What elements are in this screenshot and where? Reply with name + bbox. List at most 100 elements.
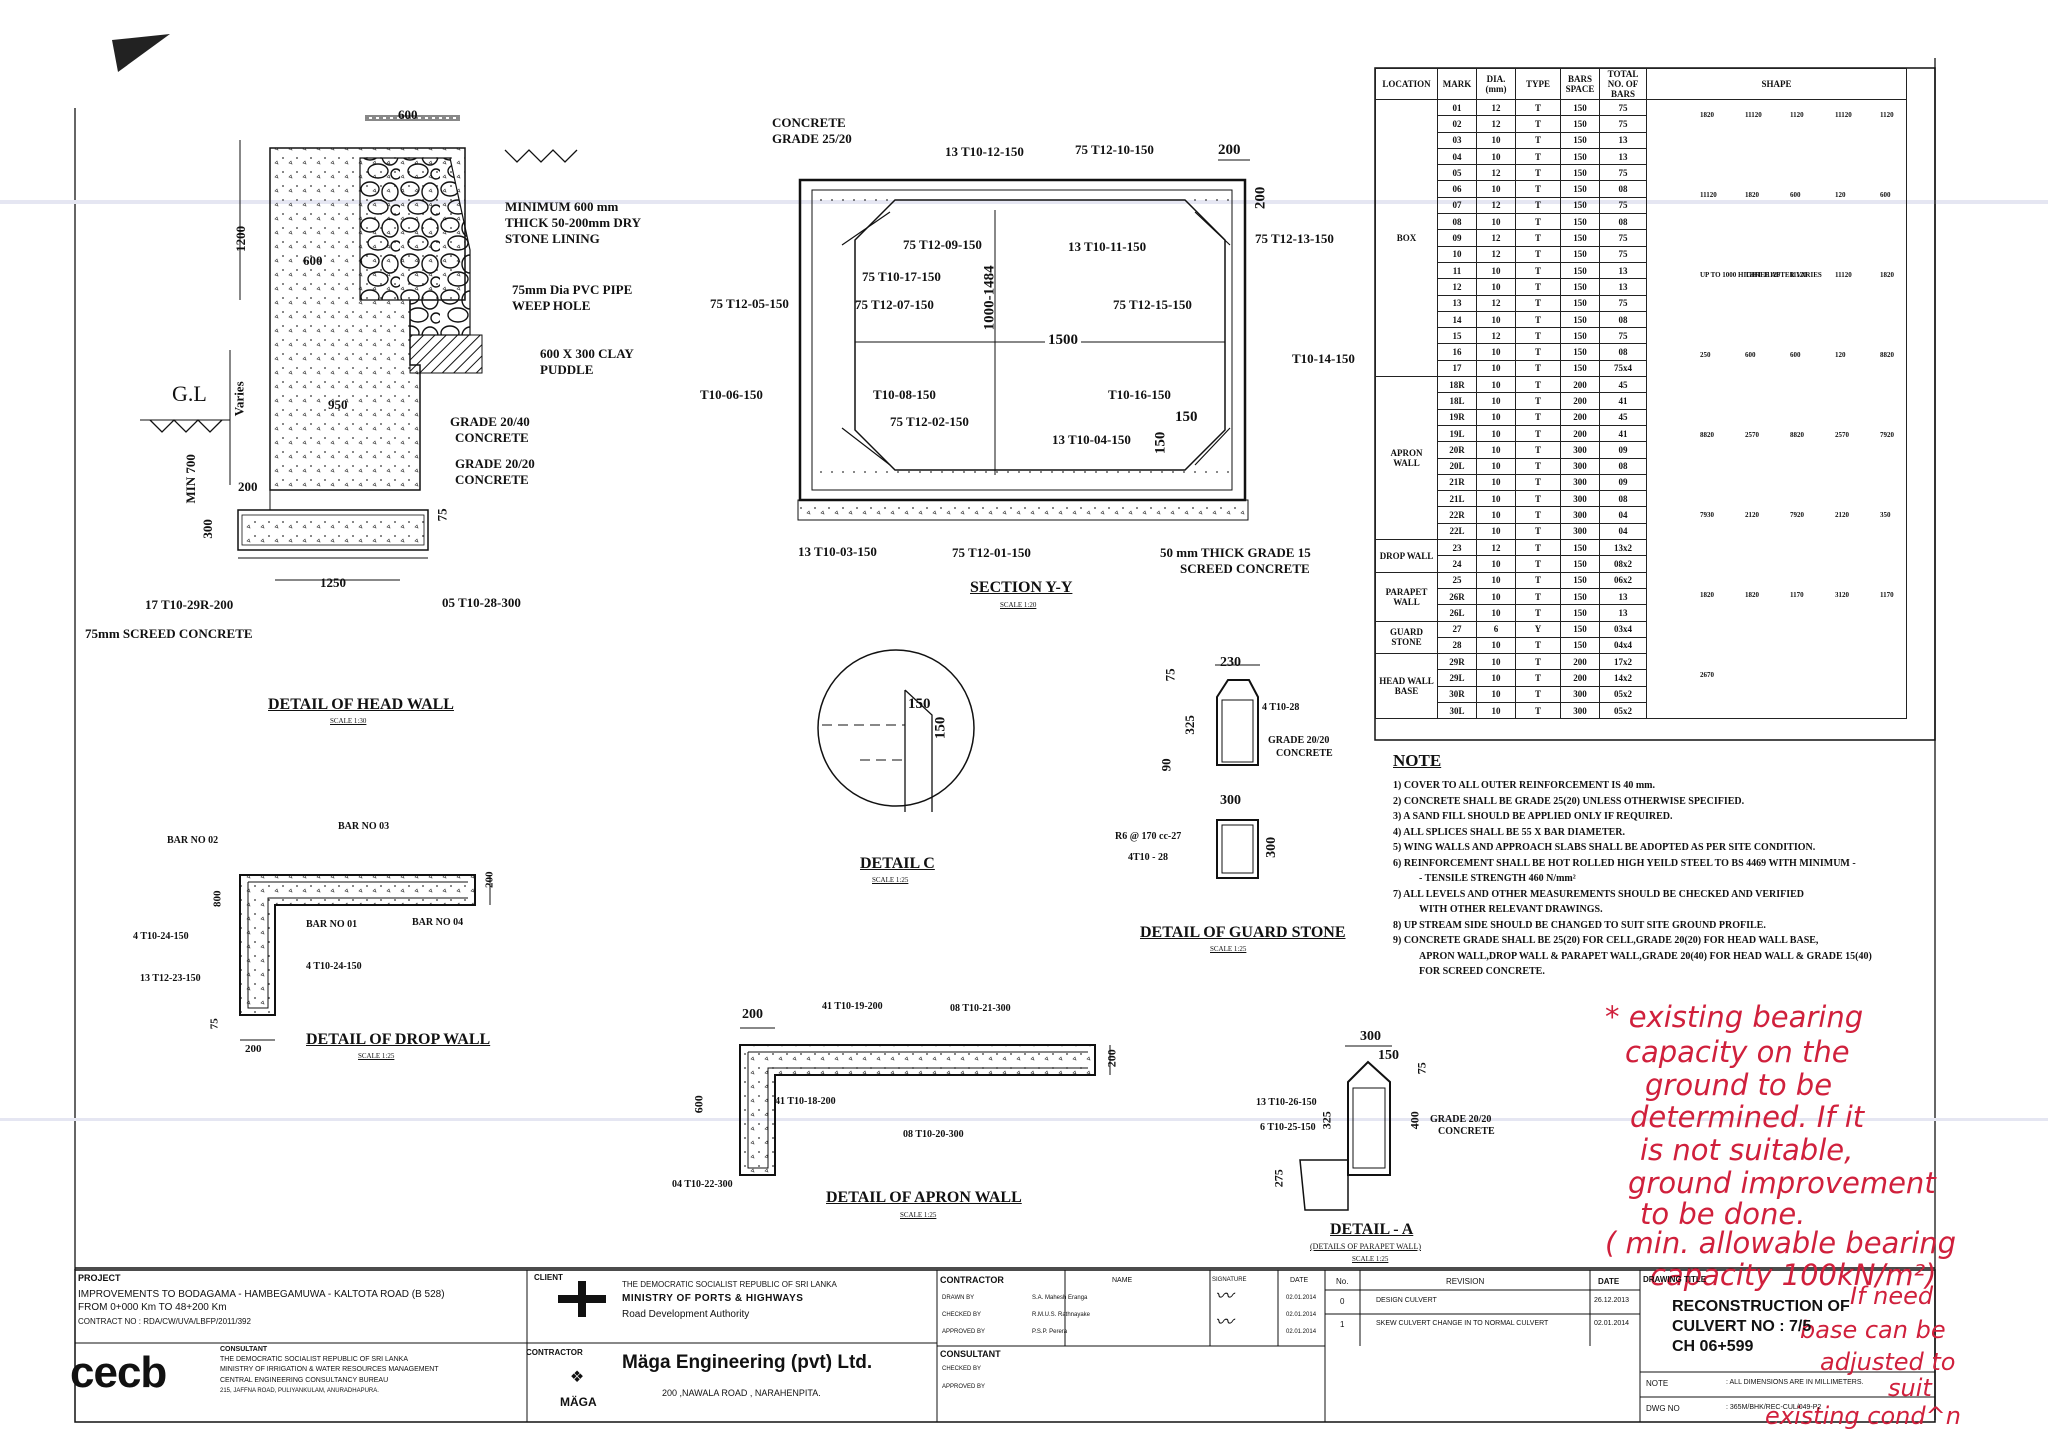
schedule-cell: T (1515, 229, 1561, 247)
signature-mark: 〰 (1215, 1312, 1233, 1332)
dwg-no-value: : 365M/BHK/REC-CUL/049-P2 (1726, 1404, 1822, 1411)
shape-dimension: 1820 (1700, 111, 1714, 119)
screed-label-1: 50 mm THICK GRADE 15 (1160, 545, 1311, 560)
schedule-cell: 150 (1560, 636, 1600, 655)
dim-200: 200 (742, 1007, 763, 1022)
schedule-cell: 75 (1599, 327, 1647, 345)
client-line-1: THE DEMOCRATIC SOCIALIST REPUBLIC OF SRI… (622, 1280, 837, 1289)
bar-label: 6 T10-25-150 (1260, 1122, 1316, 1133)
schedule-cell: 200 (1560, 653, 1600, 671)
bar-label: 13 T12-23-150 (140, 973, 201, 984)
schedule-cell: 41 (1599, 392, 1647, 410)
header-bars-space: BARS SPACE (1560, 68, 1600, 100)
guard-stone-scale: SCALE 1:25 (1210, 945, 1247, 953)
drawing-title-line-1: RECONSTRUCTION OF (1672, 1298, 1850, 1315)
bar-label: 08 T10-20-300 (903, 1129, 964, 1140)
dim-75: 75 (1162, 668, 1178, 682)
schedule-location: PARAPET WALL (1375, 571, 1438, 622)
schedule-cell: 150 (1560, 147, 1600, 166)
shape-dimension: 1120 (1790, 111, 1804, 119)
schedule-cell: Y (1515, 620, 1561, 638)
schedule-cell: T (1515, 571, 1561, 589)
schedule-header-row: LOCATION MARK DIA. (mm) TYPE BARS SPACE … (1375, 68, 1907, 100)
schedule-cell: 08 (1599, 213, 1647, 231)
schedule-cell: 08 (1599, 310, 1647, 329)
schedule-cell: 04 (1437, 147, 1477, 166)
apron-wall-title: DETAIL OF APRON WALL (826, 1189, 1022, 1206)
schedule-cell: 14x2 (1599, 669, 1647, 687)
bar-label: 13 T10-03-150 (798, 544, 877, 559)
dim-275: 275 (1271, 1169, 1286, 1188)
sig-header-signature: SIGNATURE (1212, 1277, 1247, 1283)
schedule-cell: 18L (1437, 392, 1477, 410)
schedule-cell: 10 (1476, 261, 1516, 280)
shape-dimension: 11120 (1835, 111, 1852, 119)
drawing-title-label: DRAWING TITLE (1643, 1275, 1707, 1284)
rev-text: DESIGN CULVERT (1376, 1297, 1437, 1304)
schedule-cell: 19R (1437, 408, 1477, 426)
schedule-cell: 150 (1560, 343, 1600, 361)
schedule-cell: 10 (1476, 604, 1516, 622)
shape-dimension: 7920 (1790, 511, 1804, 519)
sig-date: 02.01.2014 (1286, 1312, 1317, 1318)
schedule-cell: T (1515, 131, 1561, 149)
schedule-cell: 12 (1476, 229, 1516, 247)
schedule-cell: 10 (1476, 441, 1516, 459)
bar-label: R6 @ 170 cc-27 (1115, 831, 1182, 842)
sig-header-contractor: CONTRACTOR (940, 1275, 1004, 1285)
header-mark: MARK (1437, 68, 1477, 100)
rev-date: 02.01.2014 (1594, 1320, 1630, 1327)
bar-label: 4 T10-28 (1262, 702, 1300, 713)
schedule-cell: 21L (1437, 490, 1477, 508)
bar-label: 75 T12-05-150 (710, 296, 789, 311)
bar-label: 75 T12-02-150 (890, 414, 969, 429)
shape-dimension: 11120 (1700, 191, 1717, 199)
shape-dimension: 7930 (1700, 511, 1714, 519)
rev-no: 1 (1340, 1320, 1345, 1329)
schedule-cell: 27 (1437, 620, 1477, 638)
bar-label: 75 T12-07-150 (855, 297, 934, 312)
schedule-cell: 75 (1599, 164, 1647, 182)
bar-no-label: BAR NO 02 (167, 835, 219, 846)
bar-no-label: BAR NO 04 (412, 917, 464, 928)
schedule-cell: 05 (1437, 164, 1477, 182)
sig-name: P.S.P. Perera (1032, 1329, 1068, 1335)
project-label: PROJECT (78, 1273, 121, 1283)
shape-dimension: 1820 (1745, 191, 1759, 199)
bar-label: 75 T12-01-150 (952, 545, 1031, 560)
schedule-cell: 13x2 (1599, 539, 1647, 557)
dim-325: 325 (1181, 715, 1197, 735)
schedule-cell: 10 (1476, 457, 1516, 475)
schedule-cell: 17 (1437, 359, 1477, 378)
schedule-cell: 10 (1476, 147, 1516, 166)
schedule-cell: 28 (1437, 636, 1477, 655)
schedule-cell: T (1515, 376, 1561, 394)
schedule-cell: 10 (1476, 408, 1516, 426)
schedule-cell: 75 (1599, 115, 1647, 133)
schedule-cell: 10 (1476, 506, 1516, 524)
shape-dimension: 120 (1835, 351, 1846, 359)
bar-label: 13 T10-11-150 (1068, 239, 1147, 254)
grade-label-2: CONCRETE (1276, 748, 1333, 759)
schedule-cell: 150 (1560, 180, 1600, 198)
schedule-cell: T (1515, 294, 1561, 312)
schedule-cell: 26L (1437, 604, 1477, 622)
schedule-cell: 300 (1560, 685, 1600, 703)
shape-dimension: 11120 (1835, 271, 1852, 279)
schedule-cell: 29R (1437, 653, 1477, 671)
grade-2040-label-2: CONCRETE (455, 430, 529, 445)
schedule-cell: T (1515, 327, 1561, 345)
schedule-cell: 21R (1437, 473, 1477, 492)
handwritten-note-line: suit (1888, 1374, 1932, 1402)
bar-label: 08 T10-21-300 (950, 1003, 1011, 1014)
schedule-cell: 10 (1476, 343, 1516, 361)
shape-dimension: 250 (1700, 351, 1711, 359)
schedule-cell: 75 (1599, 196, 1647, 215)
shape-dimension: 2120 (1745, 511, 1759, 519)
schedule-cell: 75 (1599, 98, 1647, 117)
note-line: - TENSILE STRENGTH 460 N/mm² (1419, 873, 1576, 884)
schedule-cell: 200 (1560, 408, 1600, 426)
schedule-cell: 08 (1599, 343, 1647, 361)
